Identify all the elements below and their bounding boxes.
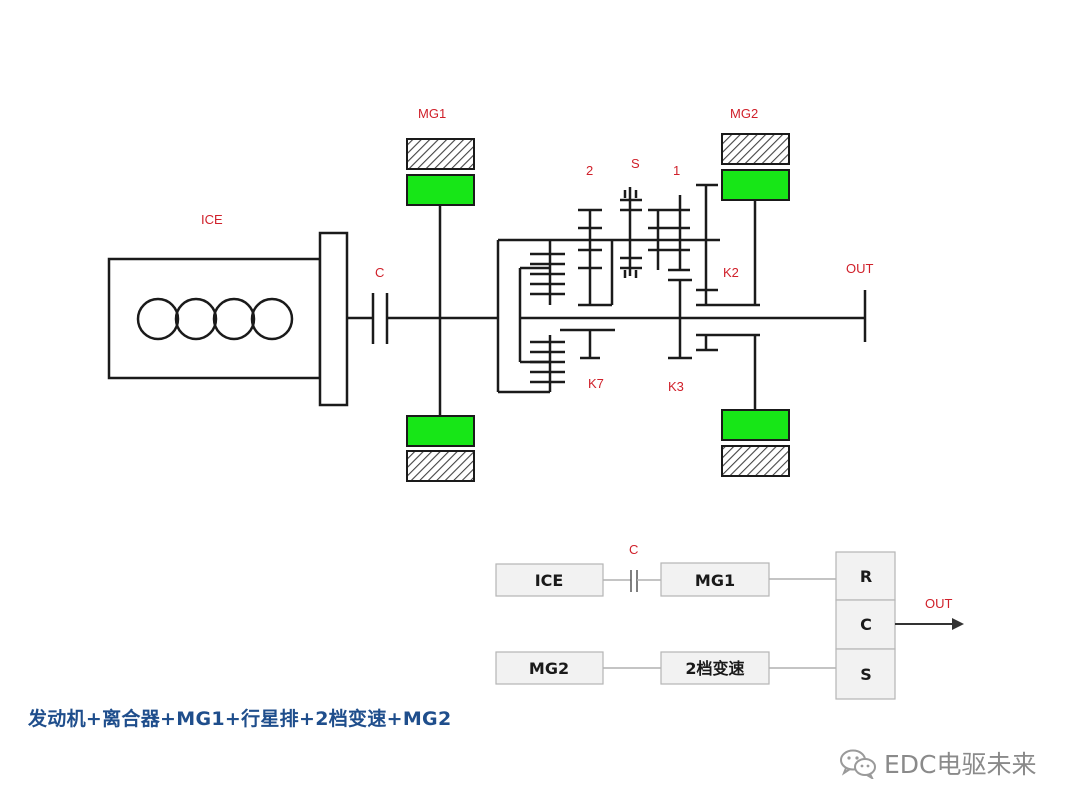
- block-clutch-text: C: [629, 542, 638, 557]
- engine-block: [107, 231, 349, 407]
- block-mg2-text: MG2: [529, 659, 569, 678]
- clutch: [347, 293, 498, 344]
- gear2-label: 2: [586, 163, 593, 178]
- cylinder: [250, 297, 294, 341]
- mg2-rotor-top: [721, 169, 790, 201]
- mg2-block: [495, 651, 604, 685]
- mg1-rotor-bottom: [406, 415, 475, 447]
- ice-block: [495, 563, 604, 597]
- mg2-motor: [721, 133, 790, 477]
- figure-caption: 发动机+离合器+MG1+行星排+2档变速+MG2: [28, 708, 452, 730]
- watermark-text: EDC电驱未来: [884, 750, 1037, 779]
- clutch-label: C: [375, 265, 384, 280]
- mg1-label: MG1: [418, 106, 446, 121]
- mg1-block: [660, 562, 770, 597]
- out-label: OUT: [846, 261, 874, 276]
- cylinder: [136, 297, 180, 341]
- planetary-s-text: S: [860, 665, 872, 684]
- planetary-sun-block: [835, 648, 896, 700]
- cylinder: [212, 297, 256, 341]
- block-diagram: [495, 551, 964, 700]
- block-transmission-text: 2档变速: [685, 659, 744, 678]
- block-out-text: OUT: [925, 596, 953, 611]
- cylinder: [174, 297, 218, 341]
- block-mg1-text: MG1: [695, 571, 735, 590]
- watermark: EDC电驱未来: [838, 746, 1037, 780]
- planetary-c-text: C: [860, 615, 872, 634]
- mg2-stator-top: [721, 133, 790, 165]
- wechat-icon: [840, 749, 876, 779]
- transmission-block: [660, 651, 770, 685]
- gear1-label: 1: [673, 163, 680, 178]
- mg2-stator-bottom: [721, 445, 790, 477]
- mg1-stator-bottom: [406, 450, 475, 482]
- k3-label: K3: [668, 379, 684, 394]
- sync-label: S: [631, 156, 640, 171]
- gearbox-assembly: [496, 183, 867, 394]
- mg1-stator-top: [406, 138, 475, 170]
- ice-label: ICE: [201, 212, 223, 227]
- k7-label: K7: [588, 376, 604, 391]
- output-arrow-icon: [952, 618, 964, 630]
- engine-flywheel: [318, 231, 349, 407]
- mg2-label: MG2: [730, 106, 758, 121]
- planetary-r-text: R: [860, 567, 872, 586]
- block-ice-text: ICE: [535, 571, 564, 590]
- mg2-rotor-bottom: [721, 409, 790, 441]
- mg1-motor: [406, 138, 475, 482]
- mg1-rotor-top: [406, 174, 475, 206]
- k2-label: K2: [723, 265, 739, 280]
